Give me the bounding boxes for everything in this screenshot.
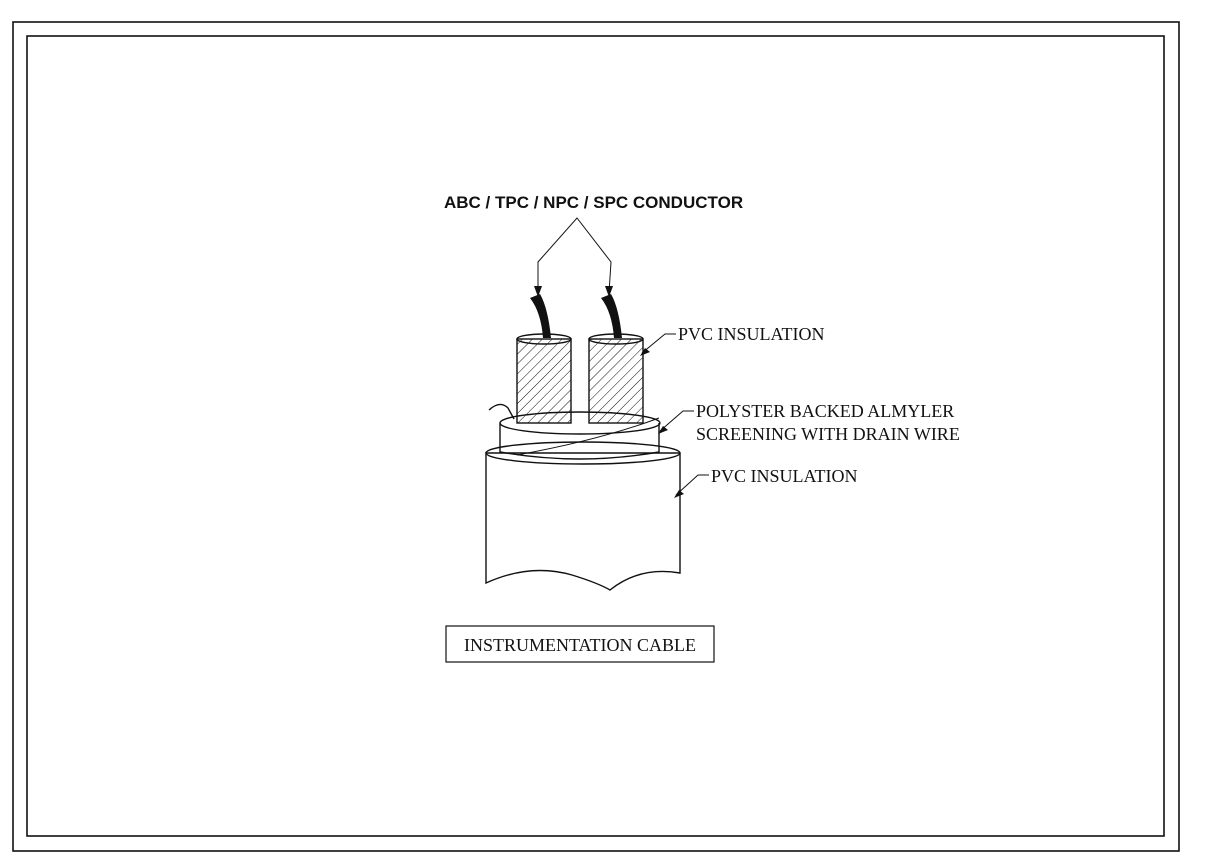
right-core xyxy=(588,294,644,424)
drawing-title: INSTRUMENTATION CABLE xyxy=(464,635,696,655)
screening-label-line1: POLYSTER BACKED ALMYLER xyxy=(696,401,954,421)
inner-border xyxy=(26,35,1165,837)
drain-wire xyxy=(488,403,515,420)
inner-insulation-leader xyxy=(640,333,676,356)
outer-insulation-label: PVC INSULATION xyxy=(711,466,858,486)
screening-layer xyxy=(499,411,661,460)
inner-insulation-label: PVC INSULATION xyxy=(678,324,825,344)
outer-pvc-jacket xyxy=(485,441,681,591)
screening-label-line2: SCREENING WITH DRAIN WIRE xyxy=(696,424,960,444)
left-core xyxy=(516,294,572,424)
right-conductor xyxy=(601,294,622,338)
conductor-label: ABC / TPC / NPC / SPC CONDUCTOR xyxy=(444,193,743,212)
left-conductor xyxy=(530,294,551,338)
outer-insulation-leader xyxy=(674,474,709,498)
outer-border xyxy=(12,21,1180,852)
conductor-leader xyxy=(534,217,613,297)
screening-leader xyxy=(658,410,694,434)
title-box xyxy=(445,625,715,663)
